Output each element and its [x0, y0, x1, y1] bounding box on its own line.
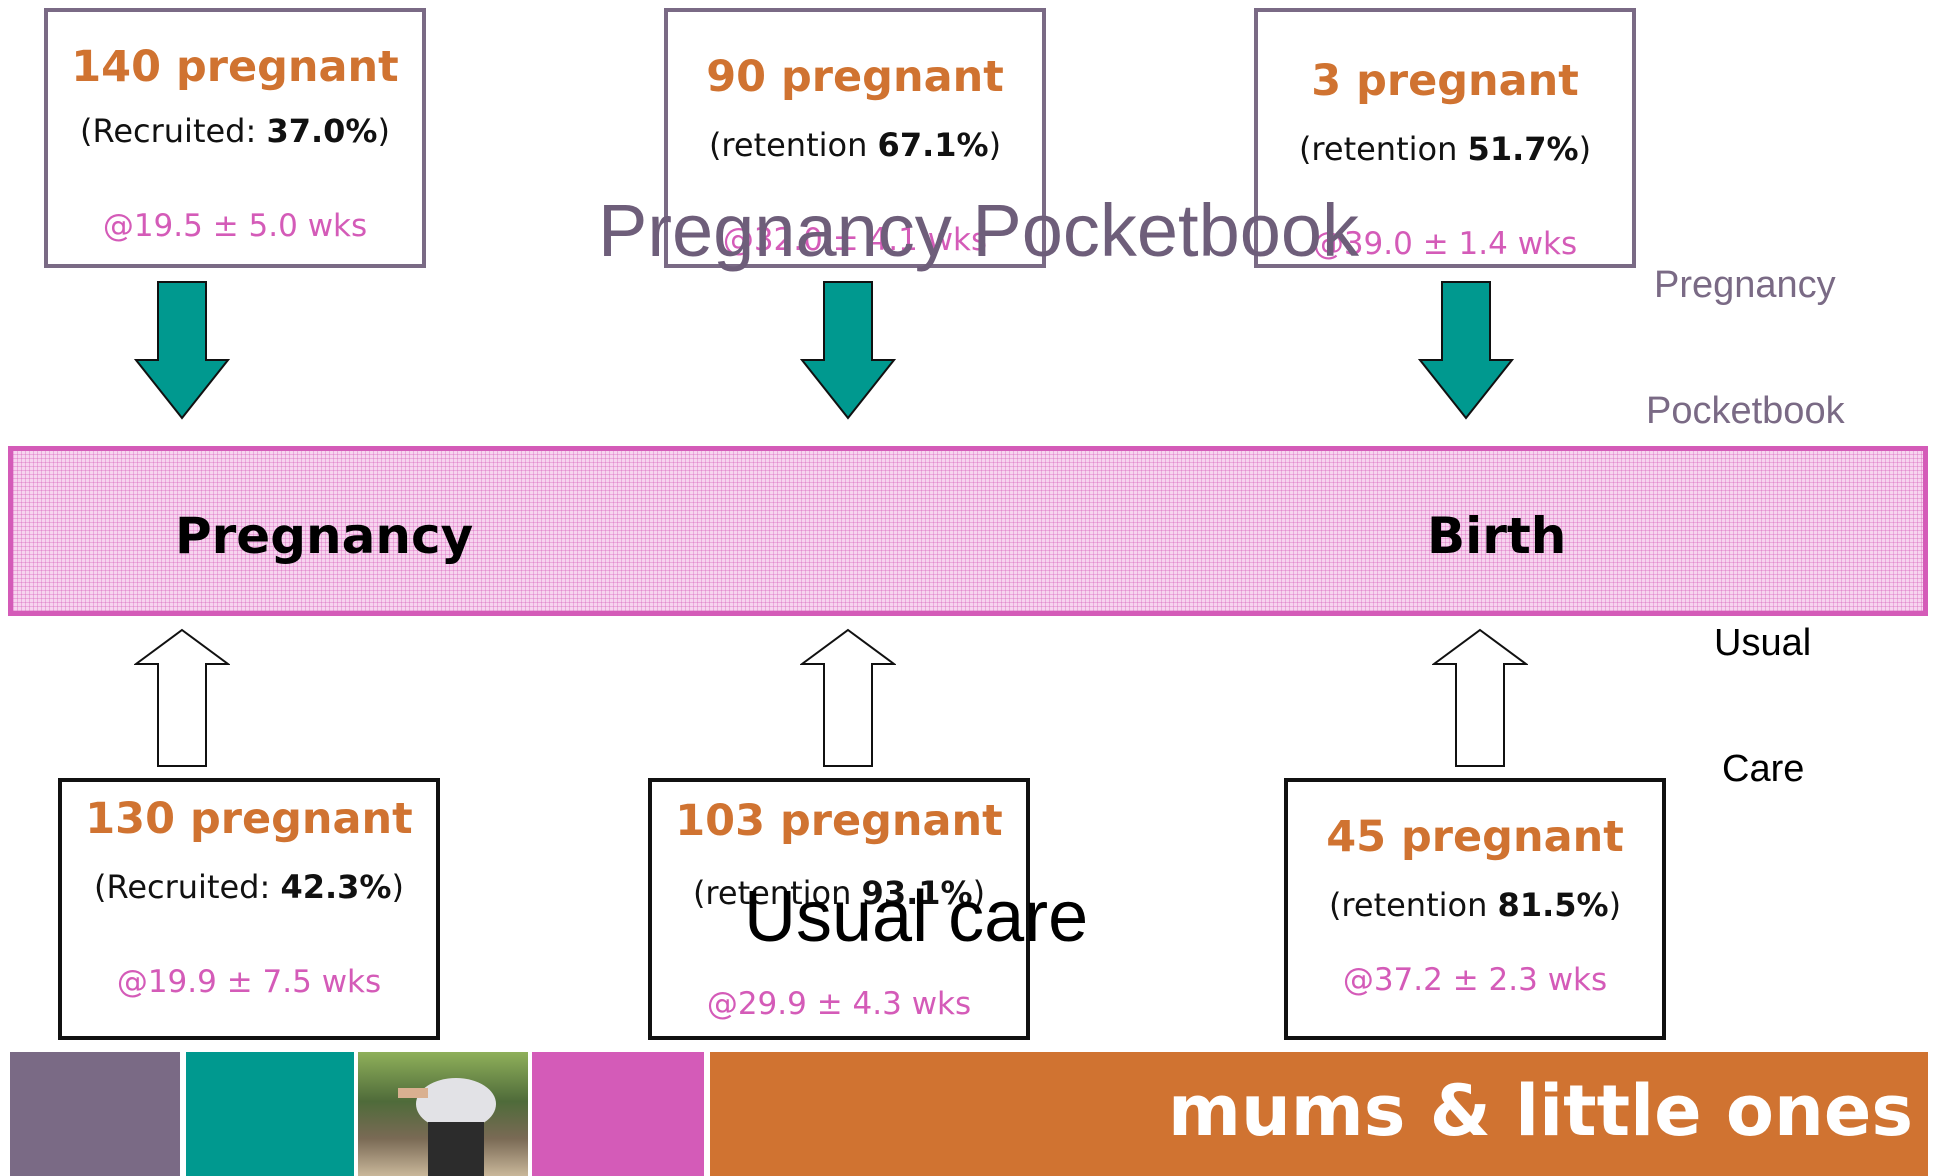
- gestation-weeks: @39.0 ± 1.4 wks: [1312, 226, 1578, 262]
- usual-care-title-overlay: Usual care: [744, 877, 1089, 957]
- footer-photo: [358, 1052, 528, 1176]
- stat-prefix: (retention: [1298, 130, 1468, 168]
- stat-value: 67.1%: [877, 126, 989, 164]
- pregnancy-timeline-bar: Pregnancy Birth: [8, 446, 1928, 616]
- stat-prefix: (Recruited:: [94, 868, 281, 906]
- retention-stat: (retention 51.7%): [1258, 130, 1632, 168]
- retention-stat: (retention 67.1%): [668, 126, 1042, 164]
- recruitment-stat: (Recruited: 42.3%): [62, 868, 436, 906]
- participant-count: 3 pregnant: [1311, 56, 1579, 106]
- side-label-pocketbook: Pocketbook: [1646, 390, 1845, 432]
- up-arrow-icon: [1432, 628, 1528, 767]
- pocketbook-box-mid: 90 pregnant (retention 67.1%) @32.0 ± 4.…: [664, 8, 1046, 268]
- usual-care-box-birth: 45 pregnant (retention 81.5%) @37.2 ± 2.…: [1284, 778, 1666, 1040]
- brand-wordmark: mums & little ones: [1168, 1070, 1913, 1152]
- down-arrow-icon: [1418, 281, 1514, 420]
- usual-care-box-mid: 103 pregnant (retention 93.1%) @29.9 ± 4…: [648, 778, 1030, 1040]
- gestation-weeks: @19.9 ± 7.5 wks: [116, 964, 382, 1000]
- footer-teal-block: [186, 1052, 354, 1176]
- pregnant-woman-photo-icon: [398, 1078, 496, 1176]
- down-arrow-icon: [800, 281, 896, 420]
- stat-suffix: ): [972, 874, 986, 912]
- gestation-weeks: @29.9 ± 4.3 wks: [706, 986, 972, 1022]
- up-arrow-icon: [134, 628, 230, 767]
- participant-count: 140 pregnant: [71, 42, 399, 92]
- side-label-care: Care: [1722, 748, 1805, 790]
- footer-purple-block: [10, 1052, 180, 1176]
- participant-count: 103 pregnant: [675, 796, 1003, 846]
- timeline-end-label: Birth: [1427, 507, 1567, 565]
- usual-care-box-recruitment: 130 pregnant (Recruited: 42.3%) @19.9 ± …: [58, 778, 440, 1040]
- stat-prefix: (retention: [708, 126, 878, 164]
- stat-suffix: ): [988, 126, 1002, 164]
- gestation-weeks: @32.0 ± 4.1 wks: [722, 222, 988, 258]
- footer-orange-banner: [710, 1052, 1928, 1176]
- stat-value: 81.5%: [1497, 886, 1609, 924]
- stat-value: 37.0%: [266, 112, 378, 150]
- up-arrow-icon: [800, 628, 896, 767]
- stat-value: 93.1%: [861, 874, 973, 912]
- pocketbook-title-overlay: Pregnancy Pocketbook: [598, 189, 1360, 272]
- footer-pink-block: [532, 1052, 704, 1176]
- stat-prefix: (retention: [1328, 886, 1498, 924]
- stat-suffix: ): [391, 868, 404, 906]
- stat-suffix: ): [377, 112, 390, 150]
- pocketbook-box-recruitment: 140 pregnant (Recruited: 37.0%) @19.5 ± …: [44, 8, 426, 268]
- gestation-weeks: @37.2 ± 2.3 wks: [1342, 962, 1608, 998]
- stat-suffix: ): [1608, 886, 1622, 924]
- timeline-start-label: Pregnancy: [175, 507, 474, 565]
- stat-prefix: (Recruited:: [80, 112, 267, 150]
- participant-count: 45 pregnant: [1326, 812, 1624, 862]
- participant-count: 90 pregnant: [706, 52, 1004, 102]
- stat-value: 42.3%: [280, 868, 392, 906]
- stat-value: 51.7%: [1467, 130, 1579, 168]
- stat-prefix: (retention: [692, 874, 862, 912]
- retention-stat: (retention 81.5%): [1288, 886, 1662, 924]
- side-label-usual: Usual: [1714, 622, 1812, 664]
- retention-stat: (retention 93.1%): [652, 874, 1026, 912]
- side-label-pregnancy: Pregnancy: [1654, 264, 1836, 306]
- down-arrow-icon: [134, 281, 230, 420]
- recruitment-stat: (Recruited: 37.0%): [48, 112, 422, 150]
- pocketbook-box-birth: 3 pregnant (retention 51.7%) @39.0 ± 1.4…: [1254, 8, 1636, 268]
- stat-suffix: ): [1578, 130, 1592, 168]
- participant-count: 130 pregnant: [85, 794, 413, 844]
- gestation-weeks: @19.5 ± 5.0 wks: [102, 208, 368, 244]
